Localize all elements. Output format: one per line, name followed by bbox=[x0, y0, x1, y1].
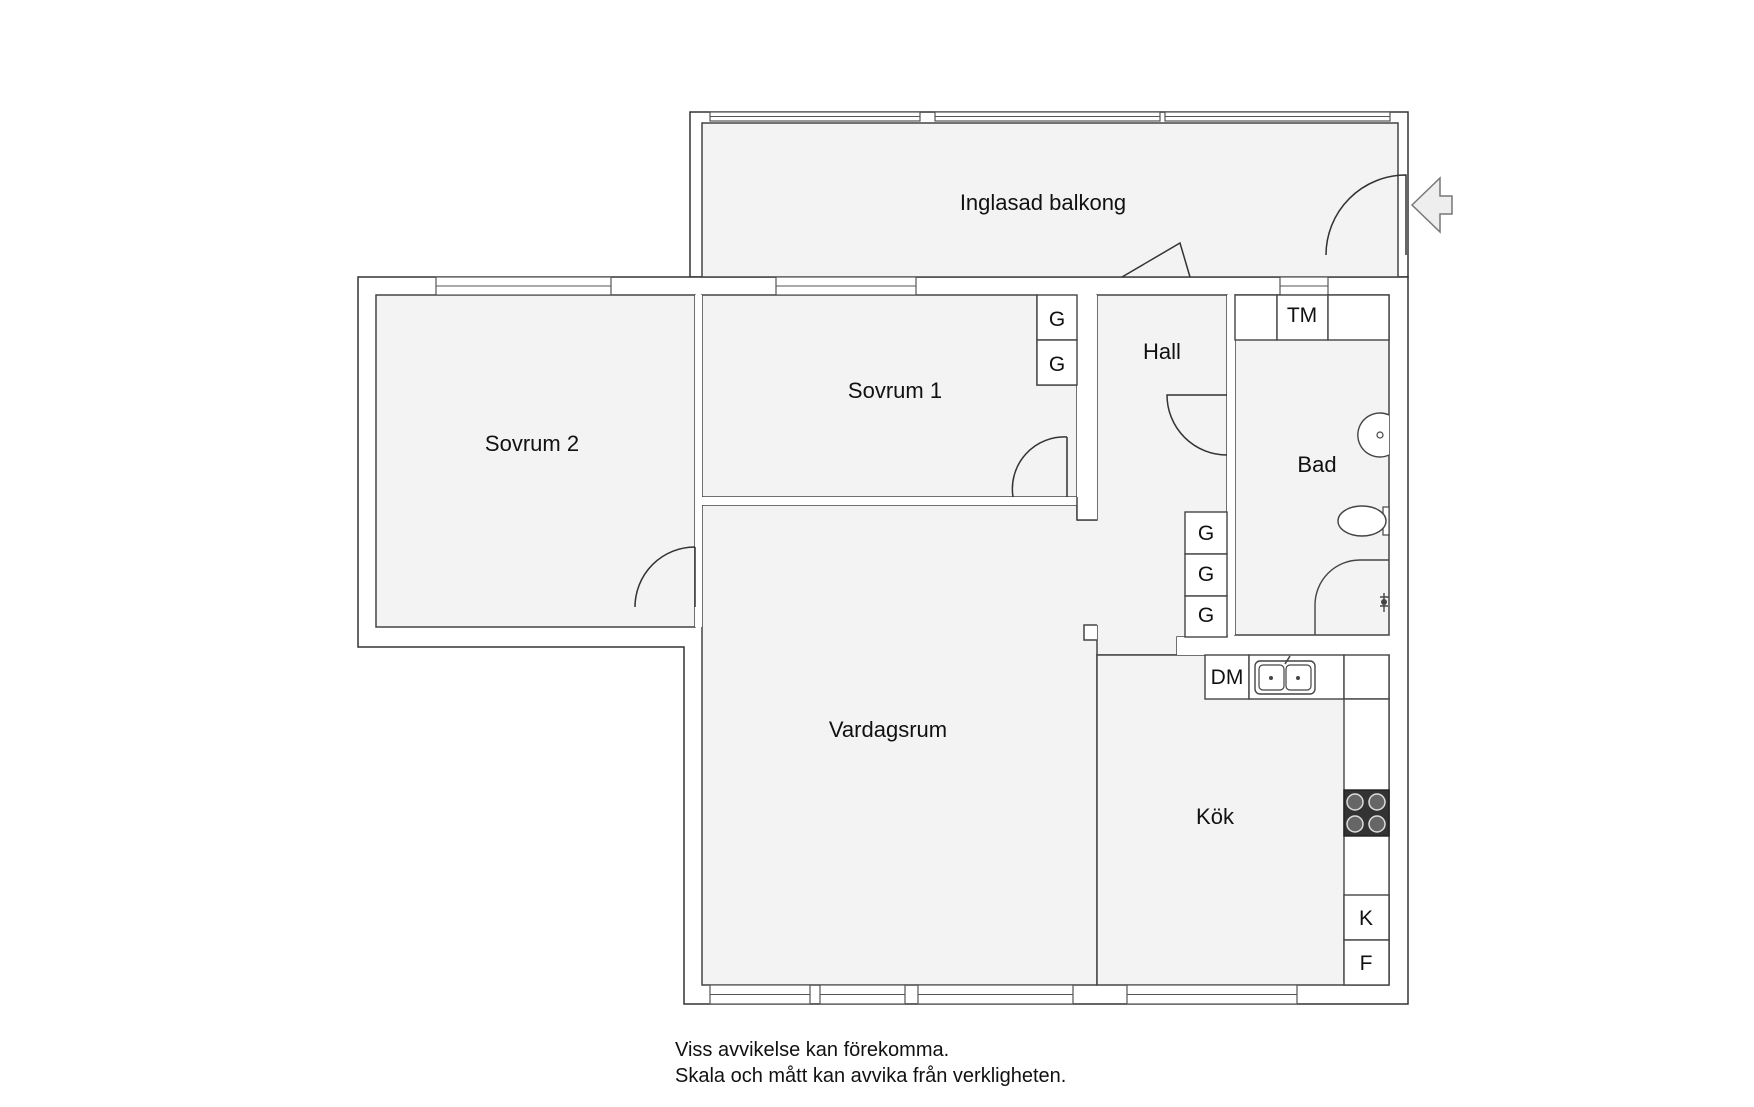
doors bbox=[634, 174, 1407, 608]
label-hall: Hall bbox=[1143, 339, 1181, 364]
bathroom-fixtures: TM bbox=[1234, 294, 1390, 635]
disclaimer-line-2: Skala och mått kan avvika från verklighe… bbox=[675, 1065, 1067, 1087]
kitchen-fixtures: DM K F bbox=[1204, 654, 1390, 986]
label-garderob: G bbox=[1198, 522, 1214, 545]
label-sovrum-1: Sovrum 1 bbox=[848, 378, 942, 403]
entrance-arrow-icon bbox=[1410, 176, 1453, 234]
label-torktumlare: TM bbox=[1287, 304, 1317, 327]
disclaimer-line-1: Viss avvikelse kan förekomma. bbox=[675, 1039, 950, 1061]
label-balkong: Inglasad balkong bbox=[960, 190, 1126, 215]
room-sovrum-2 bbox=[375, 294, 696, 628]
wardrobes-sovrum-1: G G bbox=[1036, 294, 1078, 386]
label-frys: F bbox=[1360, 952, 1373, 975]
label-garderob: G bbox=[1198, 604, 1214, 627]
label-kyl: K bbox=[1359, 907, 1373, 930]
label-kok: Kök bbox=[1196, 804, 1235, 829]
toilet-icon bbox=[1337, 505, 1390, 537]
label-garderob: G bbox=[1049, 308, 1065, 331]
label-vardagsrum: Vardagsrum bbox=[829, 717, 947, 742]
sink-icon bbox=[1254, 655, 1316, 695]
room-balkong bbox=[701, 122, 1399, 278]
windows bbox=[435, 111, 1391, 1005]
wardrobes-hall: G G G bbox=[1184, 511, 1228, 638]
label-garderob: G bbox=[1049, 353, 1065, 376]
shower-icon bbox=[1314, 559, 1389, 635]
stove-icon bbox=[1343, 789, 1390, 837]
room-bad bbox=[1234, 294, 1390, 636]
label-garderob: G bbox=[1198, 563, 1214, 586]
washbasin-icon bbox=[1357, 412, 1390, 458]
label-diskmaskin: DM bbox=[1211, 666, 1244, 689]
label-sovrum-2: Sovrum 2 bbox=[485, 431, 579, 456]
interior-walls bbox=[695, 295, 1389, 655]
label-bad: Bad bbox=[1297, 452, 1336, 477]
